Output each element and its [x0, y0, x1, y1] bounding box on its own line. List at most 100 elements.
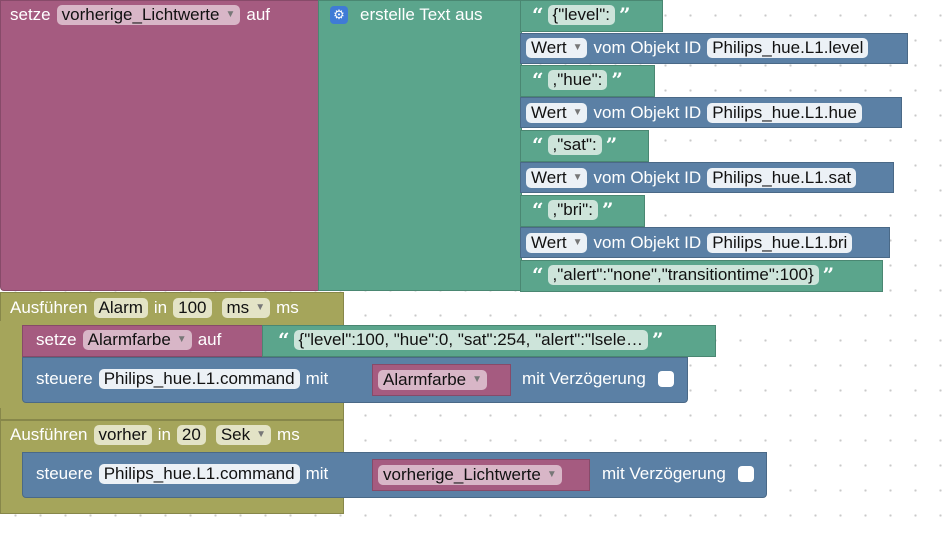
quote-open-icon: “ [532, 198, 544, 222]
chevron-down-icon[interactable]: ▼ [572, 42, 583, 53]
text-join-label: erstelle Text aus [360, 5, 483, 24]
run-label: Ausführen [10, 425, 88, 444]
text-item-6-row: “ ,"bri": ” [528, 197, 617, 223]
variable-dropdown-value: Alarmfarbe [383, 370, 467, 389]
quote-close-icon: ” [605, 133, 618, 157]
chevron-down-icon[interactable]: ▼ [572, 237, 583, 248]
set-label: setze [10, 5, 51, 24]
value-row-level: Wert ▼ vom Objekt ID Philips_hue.L1.leve… [526, 35, 869, 61]
object-label: vom Objekt ID [593, 103, 702, 122]
delay-option-vorher: mit Verzögerung [596, 461, 754, 487]
in-label: in [157, 425, 171, 444]
delay-label: mit Verzögerung [602, 464, 726, 483]
delay-checkbox[interactable] [737, 466, 754, 482]
text-join-header: ⚙ erstelle Text aus [330, 2, 489, 28]
mode-dropdown[interactable]: Wert ▼ [526, 233, 588, 253]
object-id-field[interactable]: Philips_hue.L1.command [98, 464, 300, 484]
text-literal[interactable]: ,"sat": [547, 135, 602, 155]
mode-dropdown[interactable]: Wert ▼ [526, 103, 588, 123]
unit-dropdown[interactable]: Sek ▼ [215, 425, 272, 445]
text-item-0-row: “ {"level": ” [528, 2, 634, 28]
delay-option-alarm: mit Verzögerung [516, 366, 674, 392]
timeout-name-field[interactable]: Alarm [93, 298, 148, 318]
quote-open-icon: “ [532, 133, 544, 157]
object-label: vom Objekt ID [593, 38, 702, 57]
object-id-field[interactable]: Philips_hue.L1.command [98, 369, 300, 389]
timeout-block-alarm-spine [0, 321, 22, 408]
value-row-sat: Wert ▼ vom Objekt ID Philips_hue.L1.sat [526, 165, 857, 191]
object-id-field[interactable]: Philips_hue.L1.bri [707, 233, 853, 253]
alarm-text-row: “ {"level":100, "hue":0, "sat":254, "ale… [274, 327, 667, 353]
set-label: setze [36, 330, 77, 349]
gear-icon[interactable]: ⚙ [330, 6, 348, 24]
unit-suffix: ms [276, 298, 299, 317]
object-label: vom Objekt ID [593, 168, 702, 187]
unit-suffix: ms [277, 425, 300, 444]
quote-open-icon: “ [532, 263, 544, 287]
in-label: in [153, 298, 168, 317]
variable-dropdown[interactable]: vorherige_Lichtwerte ▼ [56, 5, 241, 25]
text-literal[interactable]: ,"hue": [547, 70, 608, 90]
to-label: auf [197, 330, 222, 349]
mode-value: Wert [531, 233, 567, 252]
chevron-down-icon[interactable]: ▼ [472, 374, 483, 385]
delay-label: mit Verzögerung [522, 369, 646, 388]
text-literal[interactable]: ,"alert":"none","transitiontime":100} [547, 265, 819, 285]
unit-value: Sek [220, 425, 251, 444]
variable-dropdown-value: vorherige_Lichtwerte [383, 465, 541, 484]
variable-dropdown[interactable]: Alarmfarbe ▼ [82, 330, 192, 350]
mode-value: Wert [531, 103, 567, 122]
delay-field[interactable]: 20 [176, 425, 206, 445]
control-row-vorher: steuere Philips_hue.L1.command mit [30, 461, 334, 487]
quote-close-icon: ” [618, 3, 631, 27]
variable-dropdown[interactable]: vorherige_Lichtwerte ▼ [378, 465, 562, 485]
mode-dropdown[interactable]: Wert ▼ [526, 168, 588, 188]
value-row-hue: Wert ▼ vom Objekt ID Philips_hue.L1.hue [526, 100, 862, 126]
run-label: Ausführen [10, 298, 88, 317]
text-literal[interactable]: ,"bri": [547, 200, 598, 220]
set-variable-block[interactable] [0, 0, 320, 291]
to-label: auf [246, 5, 270, 24]
text-item-4-row: “ ,"sat": ” [528, 132, 621, 158]
quote-close-icon: ” [651, 328, 664, 352]
set-variable-header: setze vorherige_Lichtwerte ▼ auf [4, 2, 276, 28]
chevron-down-icon[interactable]: ▼ [256, 429, 267, 440]
mode-dropdown[interactable]: Wert ▼ [526, 38, 588, 58]
timeout-header-alarm: Ausführen Alarm in 100 ms ▼ ms [4, 295, 305, 321]
delay-checkbox[interactable] [657, 371, 674, 387]
with-label: mit [305, 369, 329, 388]
text-literal[interactable]: {"level": [547, 5, 615, 25]
quote-open-icon: “ [532, 68, 544, 92]
object-id-field[interactable]: Philips_hue.L1.hue [707, 103, 862, 123]
chevron-down-icon[interactable]: ▼ [546, 469, 557, 480]
text-item-2-row: “ ,"hue": ” [528, 67, 627, 93]
text-join-block[interactable] [318, 0, 522, 291]
chevron-down-icon[interactable]: ▼ [255, 302, 266, 313]
text-literal[interactable]: {"level":100, "hue":0, "sat":254, "alert… [293, 330, 648, 350]
variable-get-row: Alarmfarbe ▼ [378, 367, 488, 393]
mode-value: Wert [531, 38, 567, 57]
chevron-down-icon[interactable]: ▼ [572, 107, 583, 118]
control-row-alarm: steuere Philips_hue.L1.command mit [30, 366, 334, 392]
variable-dropdown-value: vorherige_Lichtwerte [61, 5, 220, 24]
control-label: steuere [36, 369, 93, 388]
quote-open-icon: “ [278, 328, 290, 352]
control-label: steuere [36, 464, 93, 483]
object-label: vom Objekt ID [593, 233, 702, 252]
delay-field[interactable]: 100 [173, 298, 212, 318]
variable-get-row: vorherige_Lichtwerte ▼ [378, 462, 562, 488]
variable-dropdown-value: Alarmfarbe [87, 330, 171, 349]
unit-value: ms [226, 298, 250, 317]
timeout-name-field[interactable]: vorher [93, 425, 152, 445]
object-id-field[interactable]: Philips_hue.L1.sat [707, 168, 857, 188]
timeout-header-vorher: Ausführen vorher in 20 Sek ▼ ms [4, 422, 306, 448]
quote-close-icon: ” [611, 68, 623, 92]
quote-open-icon: “ [532, 3, 544, 27]
chevron-down-icon[interactable]: ▼ [176, 334, 187, 345]
unit-dropdown[interactable]: ms ▼ [221, 298, 271, 318]
chevron-down-icon[interactable]: ▼ [225, 9, 236, 20]
chevron-down-icon[interactable]: ▼ [572, 172, 583, 183]
variable-dropdown[interactable]: Alarmfarbe ▼ [378, 370, 488, 390]
object-id-field[interactable]: Philips_hue.L1.level [707, 38, 869, 58]
value-row-bri: Wert ▼ vom Objekt ID Philips_hue.L1.bri [526, 230, 853, 256]
